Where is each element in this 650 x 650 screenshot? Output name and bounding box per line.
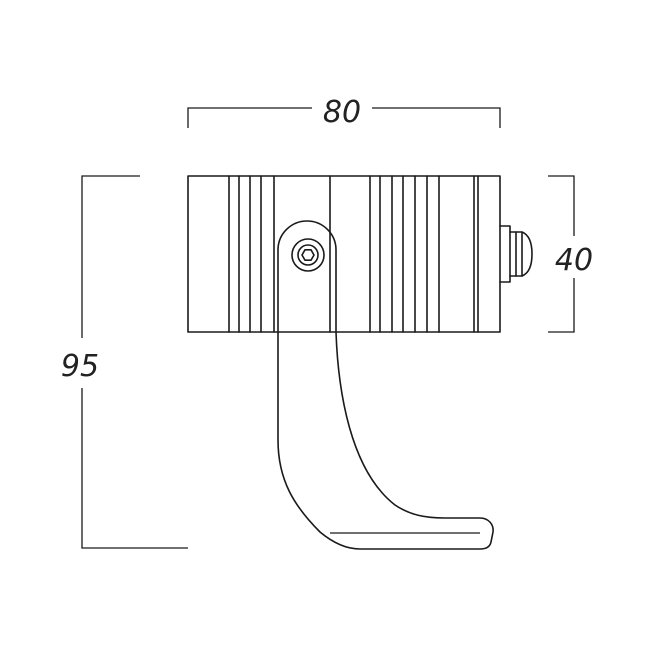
dimension-width-line-left xyxy=(187,107,312,128)
pivot-screw-inner xyxy=(297,244,319,266)
dimension-width-line-right xyxy=(372,107,501,128)
fins-right xyxy=(369,175,440,333)
dimension-height-line-top xyxy=(81,175,140,338)
dimension-height: 95 xyxy=(61,175,188,549)
dimension-height-label: 95 xyxy=(61,349,99,384)
dimension-width-label: 80 xyxy=(323,95,361,130)
dimension-height-line-bottom xyxy=(81,388,188,549)
hex-socket-icon xyxy=(301,249,315,262)
dimension-head-height: 40 xyxy=(548,175,593,333)
pivot-screw-outer xyxy=(291,238,325,272)
bracket-outline xyxy=(277,220,494,550)
cable-gland-base xyxy=(499,225,511,283)
dimension-head-line-top xyxy=(548,175,575,236)
fins-left xyxy=(238,175,275,333)
mounting-bracket xyxy=(277,220,494,550)
cable-gland-nut xyxy=(509,231,533,277)
dimension-head-label: 40 xyxy=(555,243,593,278)
lamp-body xyxy=(187,175,501,333)
lamp-body-outline xyxy=(187,175,501,333)
dimension-width: 80 xyxy=(187,95,501,130)
cable-gland xyxy=(499,225,533,283)
dimension-head-line-bottom xyxy=(548,278,575,333)
